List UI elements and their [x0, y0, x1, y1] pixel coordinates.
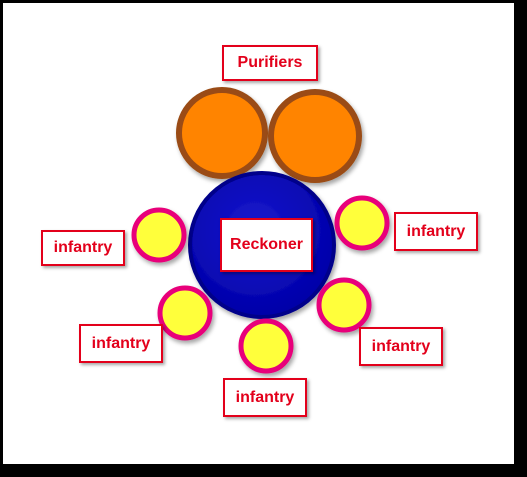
infantry-label-bottom: infantry	[223, 378, 307, 417]
infantry-label-right-top: infantry	[394, 212, 478, 251]
reckoner-label: Reckoner	[220, 218, 313, 272]
infantry-circle	[238, 318, 294, 374]
purifier-circle-left	[176, 87, 268, 179]
infantry-circle	[316, 277, 372, 333]
infantry-label-right-bottom: infantry	[359, 327, 443, 366]
purifier-circle-right	[268, 89, 362, 183]
diagram-canvas: Purifiers Reckoner infantry infantry inf…	[3, 3, 514, 464]
infantry-circle	[334, 195, 390, 251]
infantry-label-left: infantry	[41, 230, 125, 266]
infantry-circle	[131, 207, 187, 263]
purifiers-label: Purifiers	[222, 45, 318, 81]
infantry-label-left-bottom: infantry	[79, 324, 163, 363]
infantry-circle	[157, 285, 213, 341]
